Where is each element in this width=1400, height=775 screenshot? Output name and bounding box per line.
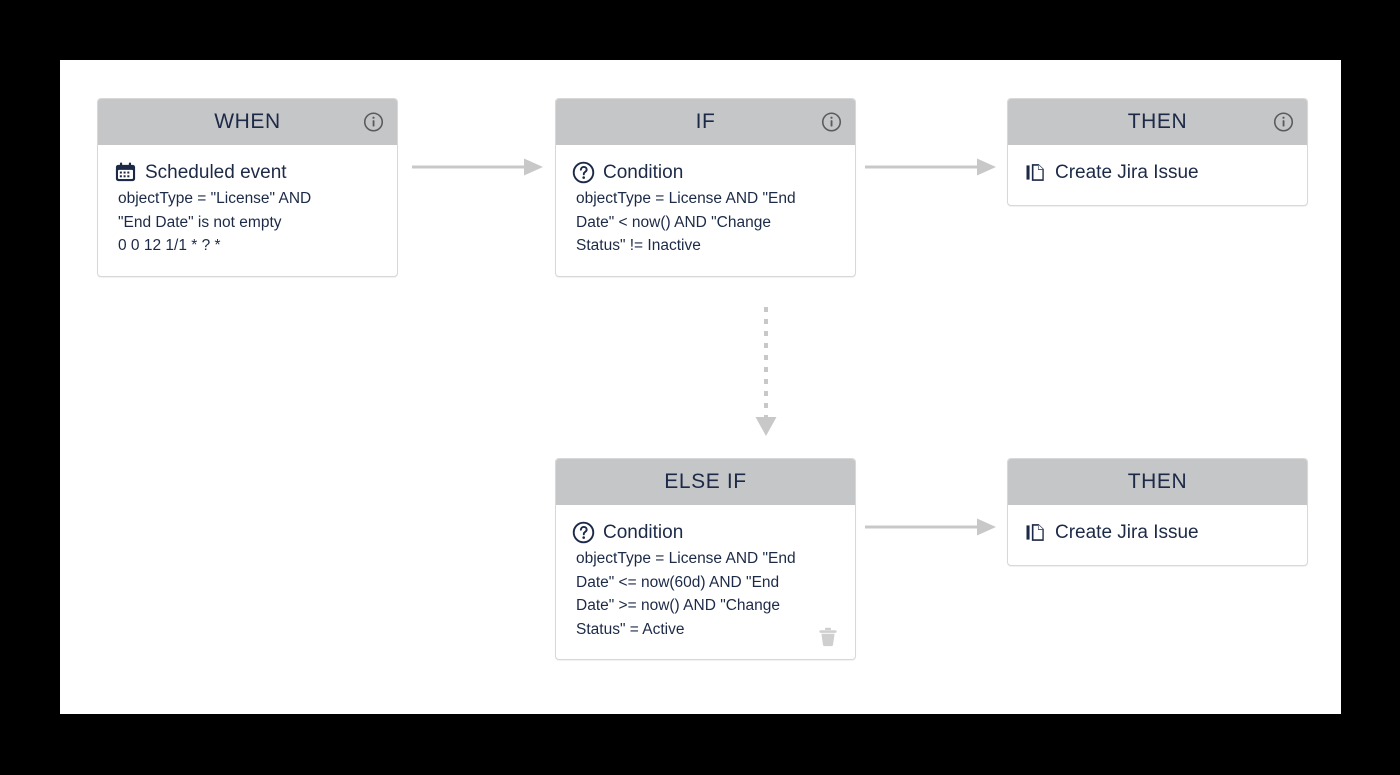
connector-else-if-to-then xyxy=(865,516,997,538)
card-detail-else-if: objectType = License AND "End Date" <= n… xyxy=(576,550,796,638)
card-header-then-top: THEN xyxy=(1008,99,1307,145)
card-header-else-if: ELSE IF xyxy=(556,459,855,505)
connector-when-to-if xyxy=(412,156,544,178)
card-body-then-top: Create Jira Issue xyxy=(1008,145,1307,205)
card-body-else-if: Condition objectType = License AND "End … xyxy=(556,505,855,659)
card-row-then-top: Create Jira Issue xyxy=(1024,161,1291,184)
card-row-when: Scheduled event xyxy=(114,161,381,184)
rule-card-if[interactable]: IF xyxy=(555,98,856,277)
card-body-if: Condition objectType = License AND "End … xyxy=(556,145,855,276)
info-icon[interactable] xyxy=(363,112,384,133)
rule-card-then-top[interactable]: THEN xyxy=(1007,98,1308,206)
card-detail-if: objectType = License AND "End Date" < no… xyxy=(576,190,796,254)
card-header-when: WHEN xyxy=(98,99,397,145)
card-row-label-when: Scheduled event xyxy=(145,162,287,183)
question-circle-icon xyxy=(572,161,595,184)
card-row-label-then-bottom: Create Jira Issue xyxy=(1055,522,1199,543)
card-row-label-else-if: Condition xyxy=(603,522,684,543)
card-row-else-if: Condition xyxy=(572,521,839,544)
connector-if-to-then xyxy=(865,156,997,178)
card-row-label-if: Condition xyxy=(603,162,684,183)
card-row-then-bottom: Create Jira Issue xyxy=(1024,521,1291,544)
rule-card-else-if[interactable]: ELSE IF Condition objectType = License A… xyxy=(555,458,856,660)
card-title-when: WHEN xyxy=(214,110,281,133)
info-icon[interactable] xyxy=(821,112,842,133)
info-icon[interactable] xyxy=(1273,112,1294,133)
card-body-then-bottom: Create Jira Issue xyxy=(1008,505,1307,565)
card-title-else-if: ELSE IF xyxy=(664,470,747,493)
card-detail-when: objectType = "License" AND "End Date" is… xyxy=(118,190,312,254)
question-circle-icon xyxy=(572,521,595,544)
card-title-if: IF xyxy=(695,110,716,133)
card-title-then-top: THEN xyxy=(1127,110,1188,133)
card-title-then-bottom: THEN xyxy=(1127,470,1188,493)
automation-rule-canvas: WHEN xyxy=(60,60,1341,714)
copy-documents-icon xyxy=(1024,521,1047,544)
connector-if-to-else-if xyxy=(752,307,780,437)
card-header-then-bottom: THEN xyxy=(1008,459,1307,505)
copy-documents-icon xyxy=(1024,161,1047,184)
calendar-icon xyxy=(114,161,137,184)
card-row-label-then-top: Create Jira Issue xyxy=(1055,162,1199,183)
card-header-if: IF xyxy=(556,99,855,145)
card-body-when: Scheduled event objectType = "License" A… xyxy=(98,145,397,276)
card-row-if: Condition xyxy=(572,161,839,184)
rule-card-when[interactable]: WHEN xyxy=(97,98,398,277)
delete-icon[interactable] xyxy=(817,625,839,649)
rule-card-then-bottom[interactable]: THEN Create Jira Issue xyxy=(1007,458,1308,566)
